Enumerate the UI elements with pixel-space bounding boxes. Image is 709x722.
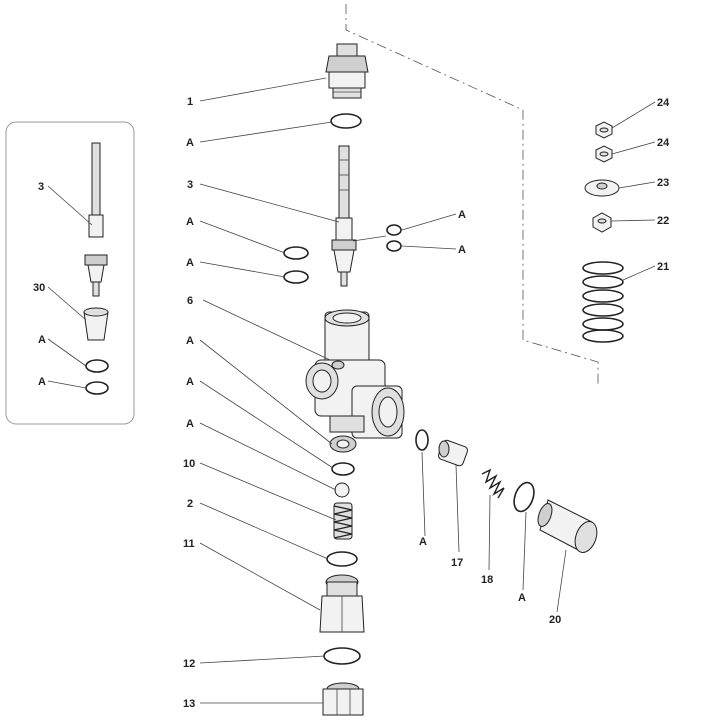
label-inset-seal-a-2: A: [38, 376, 46, 388]
label-seal-a-1: A: [186, 137, 194, 149]
label-part-24-bottom: 24: [657, 137, 670, 149]
label-seal-a-2: A: [186, 216, 194, 228]
part-20-outlet-fitting: [537, 499, 598, 553]
label-seal-a-6: A: [186, 418, 194, 430]
part-18-spring: [481, 468, 505, 499]
part-24-nut-bottom: [595, 145, 613, 163]
ball: [334, 482, 350, 498]
part-12-seal-ring: [323, 647, 361, 665]
part-1-top-fitting: [325, 43, 369, 99]
part-24-nut-top: [595, 121, 613, 139]
label-inset-part-3: 3: [38, 181, 44, 193]
leader-lines: [47, 77, 656, 704]
label-seal-a-8: A: [458, 244, 466, 256]
label-part-20: 20: [549, 614, 561, 626]
part-17-piston: [437, 439, 469, 467]
part-3-valve-stem: [331, 145, 357, 287]
assembly-guide-line: [345, 4, 599, 385]
part-6-valve-body: [305, 309, 405, 439]
label-part-17: 17: [451, 557, 463, 569]
label-part-2: 2: [187, 498, 193, 510]
seat-insert: [329, 435, 357, 453]
label-part-23: 23: [657, 177, 669, 189]
seal-ring-a-5: [283, 270, 309, 284]
part-13-plug: [322, 682, 364, 716]
label-seal-a-10: A: [518, 592, 526, 604]
seal-ring-a-1: [330, 113, 362, 129]
part-21-spring: [582, 261, 624, 343]
inset-panel: [5, 121, 135, 425]
part-11-bottom-fitting: [319, 574, 365, 633]
label-seal-a-3: A: [186, 257, 194, 269]
seal-ring-a-2: [386, 224, 402, 236]
label-seal-a-9: A: [419, 536, 427, 548]
label-part-10: 10: [183, 458, 195, 470]
label-part-24-top: 24: [657, 97, 670, 109]
inset-part-3-valve-stem: [84, 142, 108, 297]
label-seal-a-7: A: [458, 209, 466, 221]
label-inset-part-30: 30: [33, 282, 45, 294]
label-inset-seal-a-1: A: [38, 334, 46, 346]
label-part-13: 13: [183, 698, 195, 710]
seal-ring-a-7: [415, 429, 429, 451]
part-10-spring: [333, 502, 353, 540]
part-2-seal-ring: [326, 551, 358, 567]
label-seal-a-4: A: [186, 335, 194, 347]
part-22-nut: [592, 212, 612, 233]
label-part-1: 1: [187, 96, 193, 108]
label-seal-a-5: A: [186, 376, 194, 388]
label-part-11: 11: [183, 538, 195, 550]
seal-ring-a-4: [283, 246, 309, 260]
part-23-washer: [584, 179, 620, 197]
label-part-22: 22: [657, 215, 669, 227]
seal-ring-a-6: [331, 462, 355, 476]
label-part-3: 3: [187, 179, 193, 191]
label-part-18: 18: [481, 574, 493, 586]
label-part-21: 21: [657, 261, 669, 273]
seal-ring-a-8: [513, 481, 535, 513]
label-part-12: 12: [183, 658, 195, 670]
seal-ring-a-3: [386, 240, 402, 252]
inset-part-30-cup: [83, 307, 109, 341]
label-part-6: 6: [187, 295, 193, 307]
